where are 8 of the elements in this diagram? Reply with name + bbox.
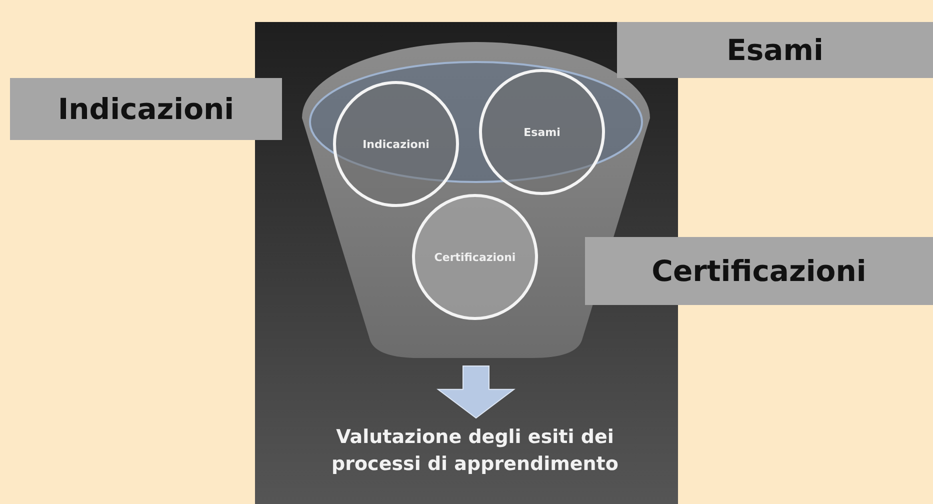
outcome-text: Valutazione degli esiti dei processi di apprendimento (320, 424, 630, 480)
category-circle: Indicazioni (333, 81, 459, 207)
label-box: Esami (617, 22, 933, 78)
category-circle: Esami (479, 69, 605, 195)
label-box: Certificazioni (585, 237, 933, 305)
label-box: Indicazioni (10, 78, 282, 140)
funnel-shape (300, 40, 652, 360)
block-arrow (436, 366, 516, 419)
